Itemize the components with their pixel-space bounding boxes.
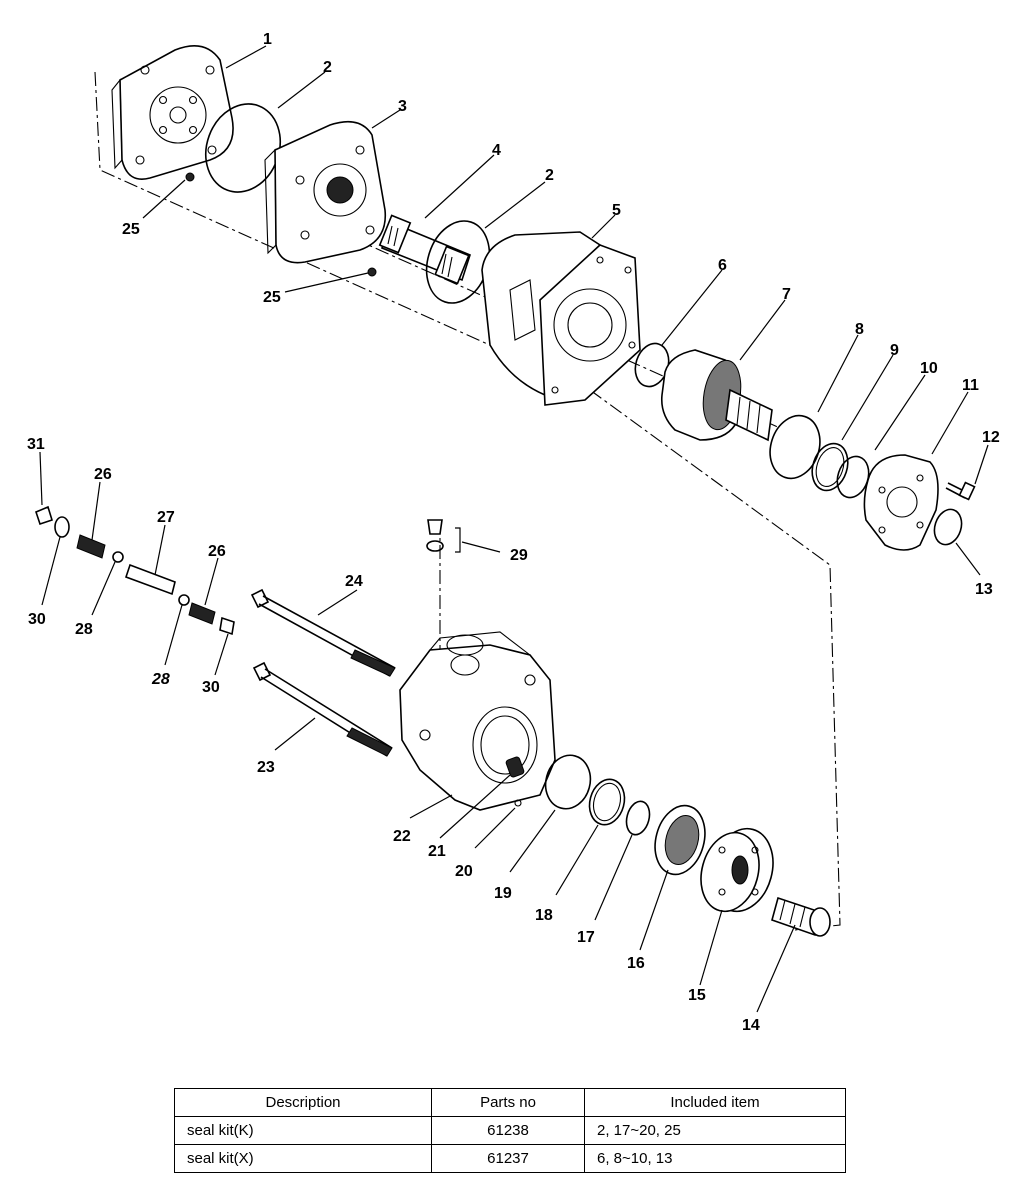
label-22: 22: [393, 828, 411, 845]
part-19-o-ring: [544, 754, 592, 810]
part-1-end-cover: [111, 44, 234, 180]
label-12: 12: [982, 429, 1000, 446]
label-11: 11: [962, 377, 979, 394]
part-11-flange-cover: [863, 454, 939, 551]
part-25-ball-lower: [367, 267, 377, 277]
label-30-left: 30: [28, 611, 46, 628]
part-13-ring: [933, 508, 963, 546]
cell-parts-no: 61237: [431, 1144, 585, 1173]
label-5: 5: [612, 202, 621, 219]
label-30-right: 30: [202, 679, 220, 696]
cell-included-item: 6, 8~10, 13: [584, 1144, 846, 1173]
table-row: seal kit(X) 61237 6, 8~10, 13: [174, 1144, 846, 1173]
part-24-tie-bolt: [250, 588, 396, 677]
part-26-spring-right: [188, 602, 216, 625]
part-5-housing: [481, 231, 641, 406]
part-17-ring: [625, 800, 651, 836]
label-25-lower: 25: [263, 289, 281, 306]
label-9: 9: [890, 342, 899, 359]
part-8-seal: [769, 414, 821, 480]
part-3-gerotor-set: [264, 120, 387, 264]
cell-description: seal kit(X): [174, 1144, 432, 1173]
header-description: Description: [174, 1088, 432, 1117]
part-30-plug-left: [54, 516, 70, 538]
label-6: 6: [718, 257, 727, 274]
cell-included-item: 2, 17~20, 25: [584, 1116, 846, 1145]
part-23-tie-bolt: [252, 661, 393, 757]
exploded-parts-diagram: 1 2 3 4 2 5 6 7 8 9 10 11 12 13 25 25 31…: [27, 31, 1000, 1034]
part-29-plug: [426, 519, 461, 553]
label-10: 10: [920, 360, 938, 377]
part-28-ball-left: [112, 551, 124, 563]
label-4: 4: [492, 142, 501, 159]
header-parts-no: Parts no: [431, 1088, 585, 1117]
label-16: 16: [627, 955, 645, 972]
part-4-drive-shaft: [378, 214, 471, 285]
label-19: 19: [494, 885, 512, 902]
label-17: 17: [577, 929, 595, 946]
label-3: 3: [398, 98, 407, 115]
label-28-right: 28: [151, 671, 170, 688]
label-28-left: 28: [75, 621, 93, 638]
part-14-spline-coupling: [771, 896, 831, 937]
leader-lines: [39, 45, 989, 1013]
label-2-upper: 2: [323, 59, 332, 76]
label-20: 20: [455, 863, 473, 880]
label-23: 23: [257, 759, 275, 776]
part-22-valve-housing: [399, 631, 556, 811]
part-30-plug-right: [219, 616, 235, 636]
table-header-row: Description Parts no Included item: [174, 1088, 846, 1117]
part-27-poppet: [124, 563, 176, 596]
part-18-ring: [588, 778, 626, 826]
part-12-bolt: [945, 481, 976, 501]
part-26-spring-left: [76, 534, 106, 559]
part-31-cap: [35, 505, 53, 526]
label-26-right: 26: [208, 543, 226, 560]
part-21-spool: [505, 756, 525, 778]
part-20-small-ring: [514, 799, 522, 807]
label-26-left: 26: [94, 466, 112, 483]
part-15-bearing: [700, 827, 774, 913]
part-16-shaft-seal: [654, 804, 706, 876]
label-24: 24: [345, 573, 363, 590]
part-25-ball-upper: [185, 172, 195, 182]
cell-description: seal kit(K): [174, 1116, 432, 1145]
label-18: 18: [535, 907, 553, 924]
label-27: 27: [157, 509, 175, 526]
part-9-seal: [811, 442, 849, 492]
part-7-output-shaft: [660, 349, 773, 442]
seal-kit-table: Description Parts no Included item seal …: [174, 1088, 846, 1173]
label-1: 1: [263, 31, 272, 48]
label-21: 21: [428, 843, 446, 860]
cell-parts-no: 61238: [431, 1116, 585, 1145]
part-labels: 1 2 3 4 2 5 6 7 8 9 10 11 12 13 25 25 31…: [27, 31, 1000, 1034]
label-31: 31: [27, 436, 45, 453]
label-25-upper: 25: [122, 221, 140, 238]
part-28-ball-right: [178, 594, 190, 606]
label-15: 15: [688, 987, 706, 1004]
label-2-middle: 2: [545, 167, 554, 184]
label-13: 13: [975, 581, 993, 598]
table-row: seal kit(K) 61238 2, 17~20, 25: [174, 1116, 846, 1145]
label-7: 7: [782, 286, 791, 303]
label-8: 8: [855, 321, 864, 338]
header-included-item: Included item: [584, 1088, 846, 1117]
label-29: 29: [510, 547, 528, 564]
label-14: 14: [742, 1017, 760, 1034]
